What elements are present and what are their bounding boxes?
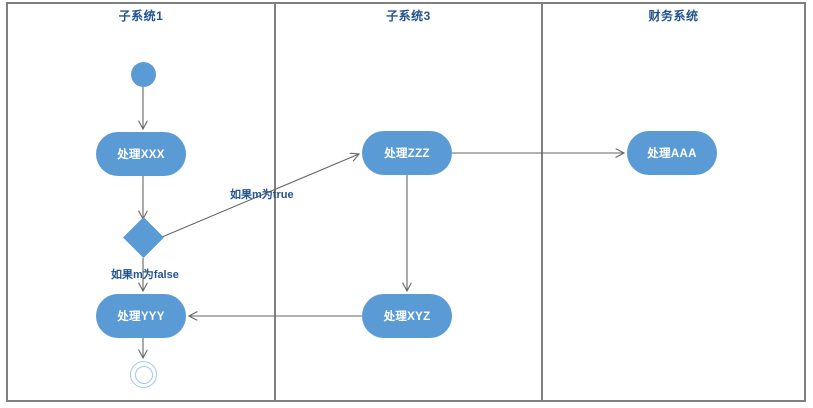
swimlane-subsystem3[interactable]: 子系统3 [274, 4, 541, 400]
activity-node-aaa[interactable]: 处理AAA [627, 131, 717, 175]
swimlane-frame: 子系统1 子系统3 财务系统 [6, 2, 806, 402]
lane-title: 财务系统 [648, 9, 699, 23]
end-node[interactable] [130, 361, 157, 388]
activity-label: 处理AAA [647, 148, 697, 160]
activity-node-zzz[interactable]: 处理ZZZ [362, 131, 452, 175]
activity-node-xxx[interactable]: 处理XXX [96, 132, 186, 176]
end-node-inner-ring [134, 365, 153, 384]
activity-node-yyy[interactable]: 处理YYY [96, 294, 186, 338]
lane-title: 子系统3 [386, 9, 431, 23]
lane-title: 子系统1 [118, 9, 164, 23]
activity-label: 处理XXX [117, 149, 165, 161]
activity-node-xyz[interactable]: 处理XYZ [362, 294, 452, 338]
guard-label-false: 如果m为false [111, 269, 179, 281]
swimlane-finance-system[interactable]: 财务系统 [541, 4, 804, 400]
start-node[interactable] [131, 62, 156, 87]
swimlane-subsystem1[interactable]: 子系统1 [8, 4, 274, 400]
activity-label: 处理ZZZ [384, 148, 430, 160]
guard-label-true: 如果m为true [230, 189, 294, 201]
activity-label: 处理YYY [117, 311, 165, 323]
activity-label: 处理XYZ [383, 311, 431, 323]
